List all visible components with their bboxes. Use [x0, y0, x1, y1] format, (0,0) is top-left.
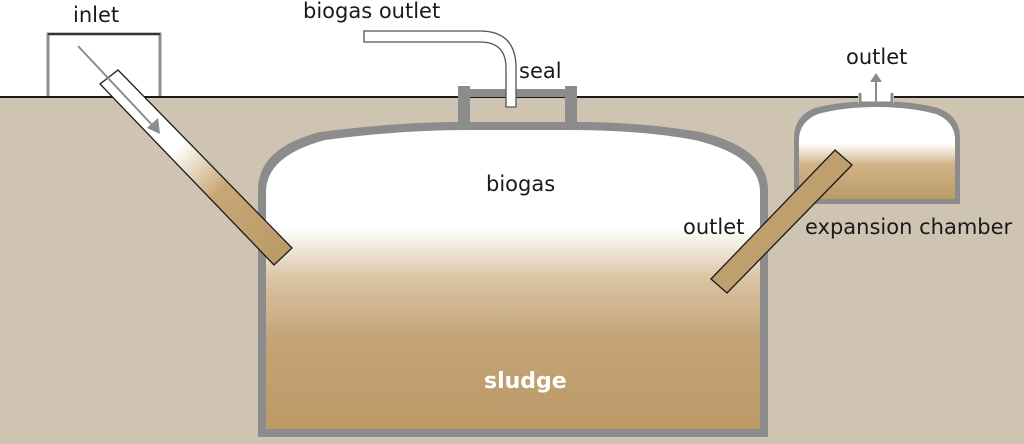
digester-tank [258, 86, 768, 437]
inlet-arrow [77, 45, 155, 128]
biogas-outlet-label: biogas outlet [303, 0, 440, 23]
top-outlet-label: outlet [846, 45, 907, 69]
inlet-label: inlet [73, 3, 119, 27]
inlet-pipe [77, 45, 293, 266]
inlet-arrowhead [147, 118, 160, 134]
biogas-label: biogas [486, 172, 555, 196]
top-outlet-arrowhead [870, 73, 882, 82]
outlet-label: outlet [683, 215, 744, 239]
outlet-pipe [710, 149, 853, 294]
expansion-chamber-label: expansion chamber [805, 215, 1013, 239]
sludge-label: sludge [484, 369, 567, 394]
digester-interior [266, 130, 760, 429]
seal [458, 89, 577, 97]
seal-label: seal [519, 59, 562, 83]
biogas-outlet-pipe [363, 30, 517, 108]
